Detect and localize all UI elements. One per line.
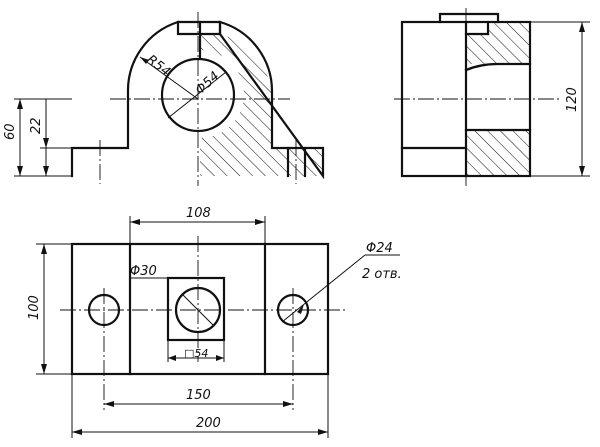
- bore-30-label: Φ30: [130, 264, 157, 279]
- top-square-boss: [166, 276, 226, 342]
- holes-leader: [281, 254, 366, 323]
- width-108-label: 108: [186, 206, 211, 221]
- square-54-label: □54: [184, 347, 208, 360]
- top-view: 108 Φ30 Φ24 2 отв. □54 100 150: [27, 206, 402, 438]
- front-section-hatch: [200, 34, 305, 176]
- side-view: 120: [394, 8, 590, 186]
- bore-30-diag: [181, 293, 215, 327]
- front-bore-circle: [160, 57, 236, 133]
- side-top-boss: [438, 12, 500, 24]
- side-hatch-top: [466, 22, 530, 64]
- height-22-label: 22: [29, 117, 44, 134]
- top-outline: [70, 242, 330, 376]
- height-60-label: 60: [3, 123, 18, 140]
- depth-100-label: 100: [27, 295, 42, 320]
- front-view: R54 Φ54 60 22: [3, 12, 325, 186]
- spacing-150-label: 150: [186, 388, 211, 403]
- holes-count-label: 2 отв.: [362, 267, 402, 282]
- side-bore-top: [464, 62, 532, 72]
- depth-120-label: 120: [565, 87, 580, 112]
- bore-diameter-leader: [167, 71, 227, 119]
- front-outline: [70, 20, 325, 180]
- holes-dia-label: Φ24: [366, 241, 393, 256]
- r54-arrow: [140, 57, 149, 64]
- length-200-label: 200: [196, 416, 221, 431]
- r54-leader: [139, 56, 199, 100]
- side-hatch-bottom: [466, 130, 530, 176]
